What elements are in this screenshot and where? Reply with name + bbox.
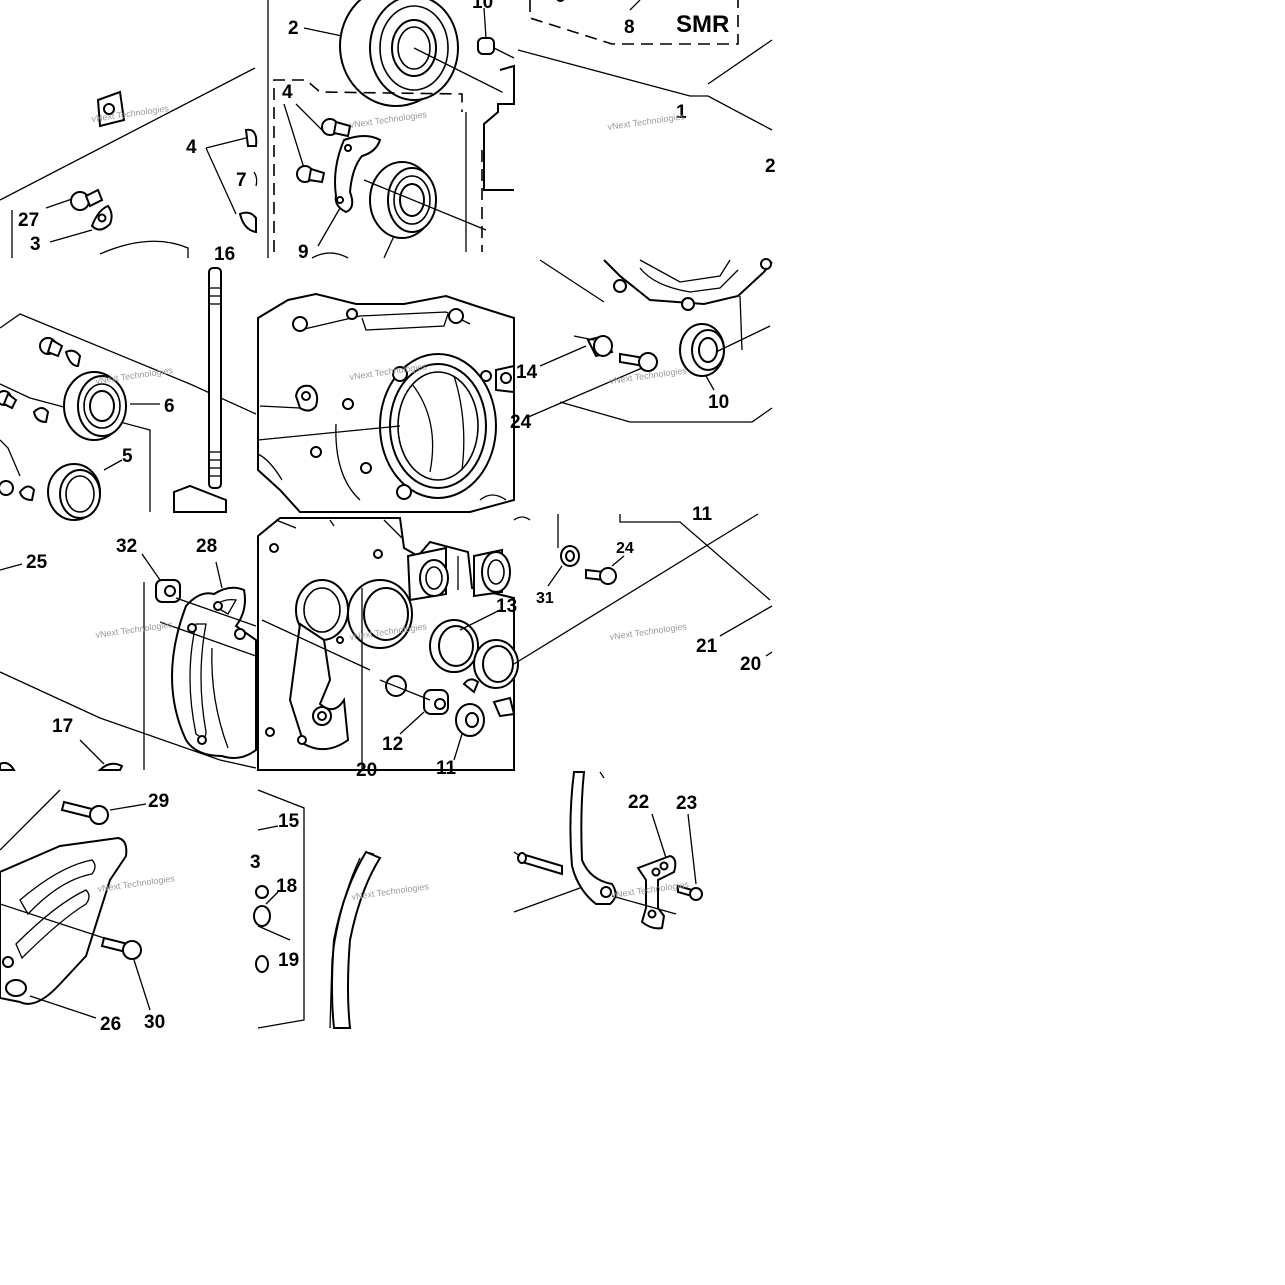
bearing-icon [47, 463, 101, 521]
stud-bolt-icon [208, 267, 222, 489]
chain-guide-icon [329, 850, 382, 1029]
watermark: vNext Technologies [95, 365, 174, 386]
retaining-plate-icon [334, 135, 382, 214]
label-21: 21 [696, 636, 718, 657]
tile-oil-seals: 13 12 11 20 vNext Technologies [257, 517, 519, 781]
screw-icon [677, 884, 703, 901]
bolt-icon [619, 352, 658, 372]
washer-icon [560, 545, 580, 567]
tile-right-fasteners: 11 24 31 21 20 vNext Technologies [513, 504, 773, 675]
bearing-icon [369, 161, 437, 239]
bearing-icon [63, 371, 127, 441]
oil-seal-icon [473, 639, 519, 689]
label-9: 9 [298, 242, 309, 263]
tensioner-blade-icon [569, 771, 617, 905]
screw-icon [296, 165, 326, 184]
label-14: 14 [516, 362, 538, 383]
label-13: 13 [496, 596, 517, 617]
cover-plate-icon [171, 586, 257, 759]
bearing-icon [339, 0, 459, 107]
watermark: vNext Technologies [607, 111, 686, 132]
label-3-bottom: 3 [250, 852, 261, 873]
tile-crankcase-left-screws: 4 7 27 3 16 vNext Technologies [0, 67, 258, 265]
label-2-right: 2 [765, 156, 776, 177]
label-19: 19 [278, 950, 299, 971]
bolt-icon [100, 936, 142, 960]
label-28: 28 [196, 536, 217, 557]
oil-seal-icon [429, 619, 479, 673]
label-2-top: 2 [288, 18, 299, 39]
bearing-icon [679, 323, 725, 377]
bracket-icon [636, 854, 677, 930]
watermark: vNext Technologies [95, 619, 174, 640]
smr-box-label: SMR [676, 11, 729, 38]
tile-smr-box: 6 8 SMR 1 2 vNext Technologies [517, 0, 776, 177]
label-24-left-half: 24 [510, 412, 532, 433]
label-8: 8 [624, 17, 635, 38]
label-10-mid: 10 [708, 392, 729, 413]
spacer-icon [423, 689, 449, 715]
label-4-left: 4 [186, 137, 197, 158]
label-3: 3 [30, 234, 41, 255]
tile-chain-tensioner: 15 3 18 19 vNext Technologies [250, 789, 430, 1029]
label-26: 26 [100, 1014, 121, 1035]
guide-cover-icon [0, 836, 128, 1005]
bolt-icon [60, 800, 109, 825]
dowel-icon [477, 37, 495, 55]
screw-icon [0, 480, 14, 496]
label-23: 23 [676, 793, 697, 814]
label-31: 31 [536, 590, 554, 607]
label-20-bottom: 20 [356, 760, 377, 781]
label-12: 12 [382, 734, 403, 755]
label-5: 5 [122, 446, 133, 467]
label-15: 15 [278, 811, 300, 832]
label-27: 27 [18, 210, 39, 231]
screw-icon [321, 118, 352, 138]
tile-timing-cover: 25 32 28 17 vNext Technologies [0, 536, 257, 771]
label-11: 11 [436, 758, 457, 779]
dowel-icon [586, 334, 614, 358]
tile-crankcase: 24 vNext Technologies [257, 292, 532, 513]
washer-icon [455, 703, 485, 737]
bushing-icon [473, 548, 511, 598]
spacer-icon [155, 579, 181, 603]
label-22: 22 [628, 792, 649, 813]
screw-icon [0, 390, 18, 410]
label-6-mid: 6 [164, 396, 175, 417]
tile-tensioner-bracket: 22 23 vNext Technologies [513, 771, 703, 930]
watermark: vNext Technologies [609, 621, 688, 642]
pin-icon [517, 852, 563, 876]
label-30: 30 [144, 1012, 165, 1033]
label-7: 7 [236, 170, 247, 191]
label-18: 18 [276, 876, 297, 897]
tile-chain-guide-cover: 29 26 30 vNext Technologies [0, 789, 176, 1035]
screw-icon [70, 188, 104, 211]
label-24-right: 24 [616, 540, 634, 557]
label-20-right: 20 [740, 654, 761, 675]
washer-icon [90, 204, 113, 231]
label-1: 1 [676, 102, 687, 123]
label-25: 25 [26, 552, 48, 573]
label-11-top: 11 [692, 504, 713, 525]
screw-icon [39, 337, 64, 358]
tile-crankcase-right: 14 10 vNext Technologies [516, 258, 773, 423]
label-6-top: 6 [555, 0, 566, 7]
tile-left-bearings: 6 5 vNext Technologies [0, 267, 257, 521]
bolt-icon [585, 567, 617, 585]
label-10-top: 10 [472, 0, 493, 13]
label-4-mid: 4 [282, 82, 293, 103]
watermark: vNext Technologies [349, 109, 428, 130]
label-32: 32 [116, 536, 137, 557]
sleeve-icon [406, 546, 449, 602]
label-17: 17 [52, 716, 73, 737]
label-16: 16 [214, 244, 235, 265]
label-29: 29 [148, 791, 169, 812]
tile-main-bearings: 2 10 4 9 vNext Technologies [267, 0, 515, 263]
bolt-icon [492, 696, 516, 718]
